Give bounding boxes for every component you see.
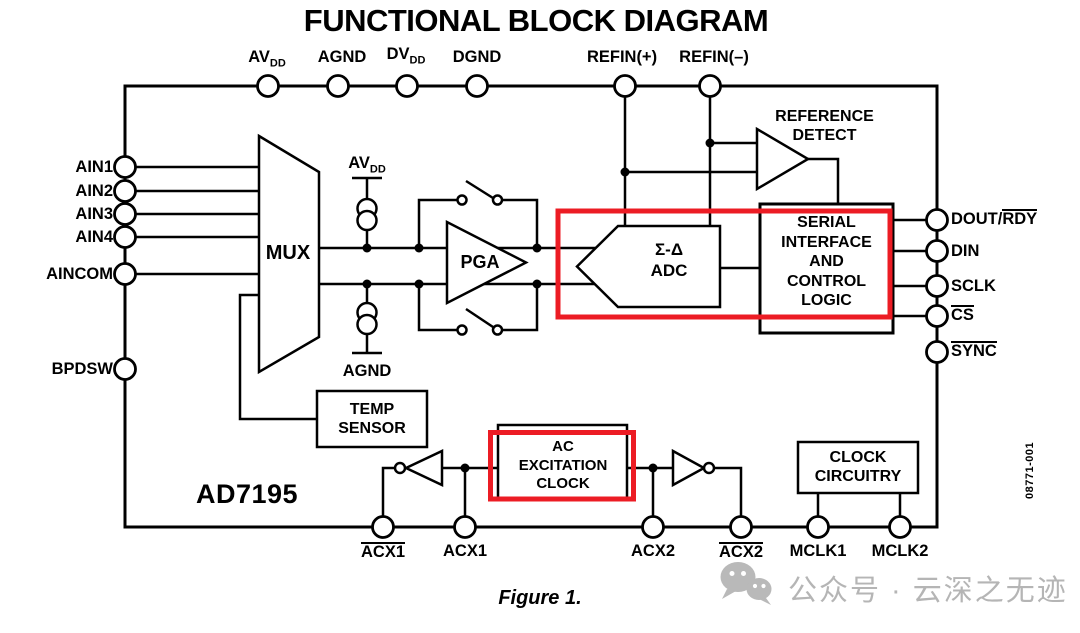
serial-pin-wires	[893, 218, 927, 318]
switch-contact-icon	[456, 324, 468, 336]
current-source-icon	[356, 313, 378, 336]
pin-label-aincom: AINCOM	[46, 265, 113, 283]
chop-switch-bottom-wire	[417, 284, 539, 332]
switch-contact-icon	[491, 194, 504, 206]
highlight-ac-excitation	[488, 430, 636, 502]
pin-label-refin-minus: REFIN(–)	[679, 48, 749, 66]
inverter-left-shape	[403, 449, 444, 487]
inverter-right-shape	[671, 448, 707, 488]
pin-label-agnd: AGND	[317, 48, 367, 66]
pin-label-avdd: AVDD	[248, 48, 286, 70]
page-title: FUNCTIONAL BLOCK DIAGRAM	[303, 3, 769, 38]
refdet-wires	[625, 141, 840, 204]
highlight-adc-serial	[555, 208, 893, 320]
pin-label-ain1: AIN1	[75, 158, 113, 176]
pga-label: PGA	[460, 252, 500, 272]
serial-interface-box	[758, 202, 895, 335]
switch-contact-icon	[491, 324, 504, 336]
ac-excitation-box	[496, 423, 629, 502]
refin-wires	[623, 96, 712, 226]
pin-label-mclk1: MCLK1	[789, 542, 847, 560]
switch-contact-icon	[456, 194, 468, 206]
pin-label-din: DIN	[951, 242, 980, 260]
pin-label-dout-rdy: DOUT/RDY	[951, 209, 1038, 228]
pin-label-dvdd: DVDD	[386, 45, 426, 67]
mux-shape	[257, 133, 321, 375]
pin-label-dgnd: DGND	[452, 48, 502, 66]
supply-label-avdd: AVDD	[348, 154, 386, 176]
pin-label-acx2-bar: ACX2	[718, 542, 764, 561]
clock-circuitry-box	[796, 440, 920, 495]
pin-label-sclk: SCLK	[951, 277, 996, 295]
chip-name: AD7195	[196, 479, 299, 509]
temp-sensor-box	[315, 389, 429, 449]
pin-label-ain3: AIN3	[75, 205, 113, 223]
ain-wires	[135, 165, 259, 276]
reference-detect-shape	[755, 126, 811, 192]
clock-stub-wires	[816, 493, 902, 517]
pin-label-ain4: AIN4	[75, 228, 113, 246]
pin-label-ain2: AIN2	[75, 182, 113, 200]
highlight-group	[488, 208, 893, 502]
side-code: 08771-001	[1024, 441, 1036, 499]
figure-caption: Figure 1.	[498, 587, 582, 609]
current-source-icon	[356, 209, 378, 232]
pin-label-bpdsw: BPDSW	[51, 360, 113, 378]
inverter-bubble-icon	[393, 461, 407, 475]
junction-dots	[362, 138, 715, 473]
wechat-icon	[720, 562, 772, 605]
watermark-text: 公众号 · 云深之无迹	[788, 575, 1068, 607]
temp-sensor-wire	[238, 293, 317, 421]
supply-label-agnd: AGND	[342, 362, 392, 380]
inverter-bubble-icon	[702, 461, 716, 475]
pin-circles	[113, 74, 949, 539]
pin-label-acx2: ACX2	[630, 542, 676, 560]
pin-label-refin-plus: REFIN(+)	[586, 48, 658, 66]
pin-label-sync: SYNC	[951, 341, 997, 360]
chop-switch-top-wire	[417, 179, 539, 248]
pin-label-cs: CS	[951, 305, 974, 324]
adc-shape	[575, 224, 722, 309]
mux-label: MUX	[265, 242, 311, 264]
pin-label-acx1: ACX1	[442, 542, 488, 560]
pga-shape	[445, 219, 529, 306]
symbol-group	[257, 126, 920, 502]
pin-label-acx1-bar: ACX1	[360, 542, 406, 561]
pin-label-mclk2: MCLK2	[871, 542, 929, 560]
